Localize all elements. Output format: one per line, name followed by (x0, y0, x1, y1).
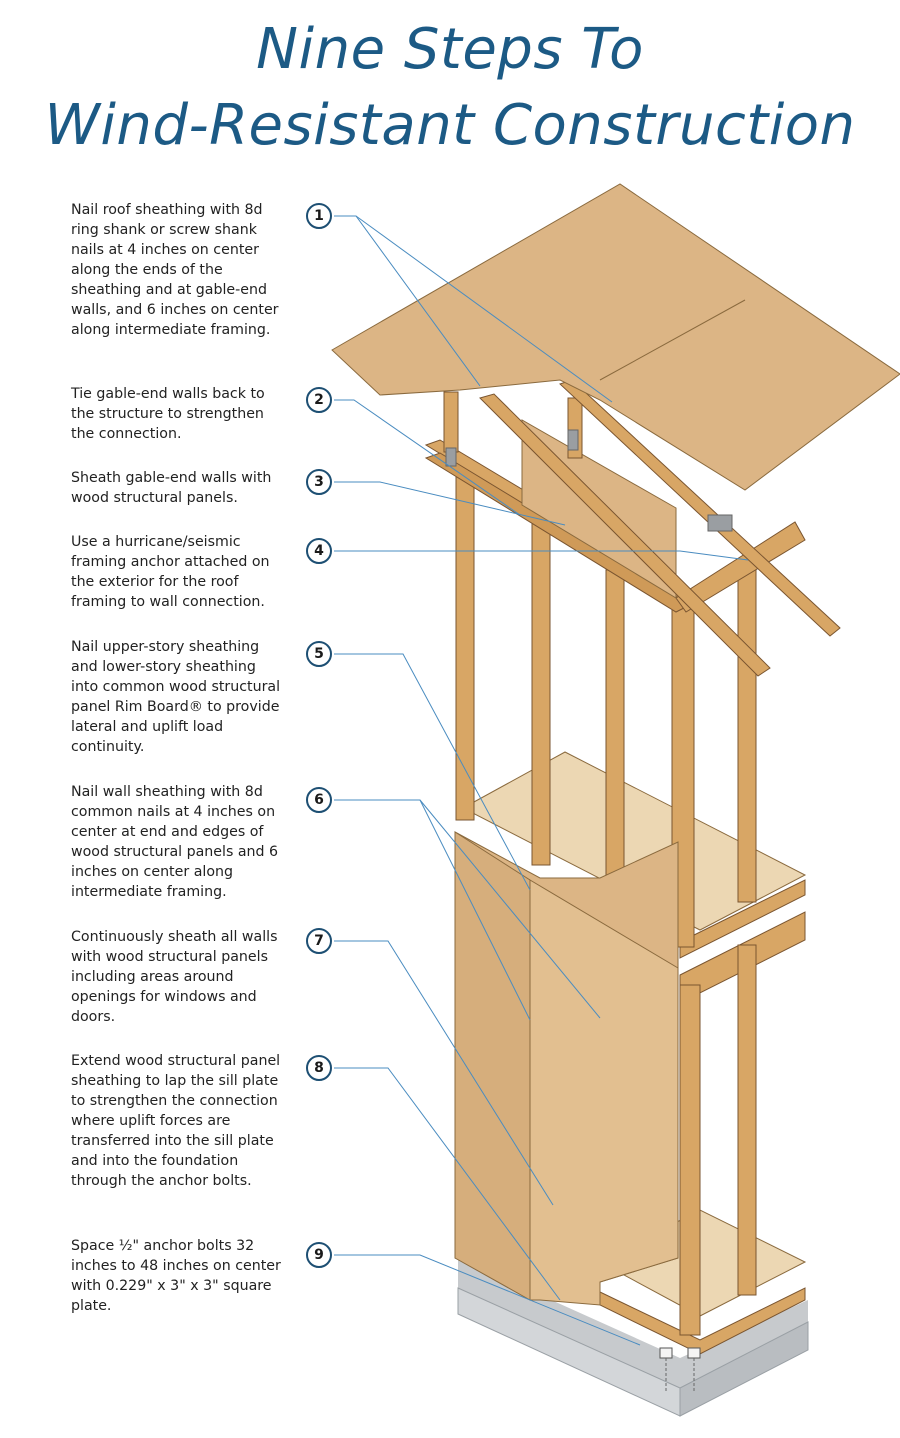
step-8-badge: 8 (306, 1055, 332, 1081)
title-line-2: Wind-Resistant Construction (44, 93, 856, 158)
step-6-text: Nail wall sheathing with 8d common nails… (71, 784, 279, 900)
leader-lines (334, 215, 749, 1346)
step-7-text: Continuously sheath all walls with wood … (71, 929, 278, 1025)
step-6-badge: 6 (306, 787, 332, 813)
title-line-1: Nine Steps To (256, 17, 644, 82)
step-1-badge: 1 (306, 203, 332, 229)
step-5-text: Nail upper-story sheathing and lower-sto… (71, 639, 281, 755)
step-2-text: Tie gable-end walls back to the structur… (71, 386, 265, 442)
step-4-text: Use a hurricane/seismic framing anchor a… (71, 534, 270, 610)
step-3-badge: 3 (306, 469, 332, 495)
lower-studs (679, 944, 757, 1336)
step-7-badge: 7 (306, 928, 332, 954)
foundation (457, 1258, 809, 1417)
step-9-badge: 9 (306, 1242, 332, 1268)
anchor-bolts (659, 1347, 701, 1392)
wall-sheathing (454, 831, 679, 1306)
gable-stud (443, 391, 459, 453)
rim-board-right (679, 879, 806, 959)
truss-plate (445, 447, 457, 467)
truss-plate (707, 514, 733, 532)
step-9-text: Space ½" anchor bolts 32 inches to 48 in… (71, 1238, 281, 1314)
step-8-text: Extend wood structural panel sheathing t… (71, 1053, 281, 1189)
right-top-plate (675, 521, 806, 613)
step-4-badge: 4 (306, 538, 332, 564)
rafters (479, 379, 841, 677)
roof-sheathing (331, 183, 900, 491)
step-3-text: Sheath gable-end walls with wood structu… (71, 470, 272, 506)
step-1-text: Nail roof sheathing with 8d ring shank o… (71, 202, 279, 338)
step-5-badge: 5 (306, 641, 332, 667)
step-2-badge: 2 (306, 387, 332, 413)
truss-plate (567, 429, 579, 451)
